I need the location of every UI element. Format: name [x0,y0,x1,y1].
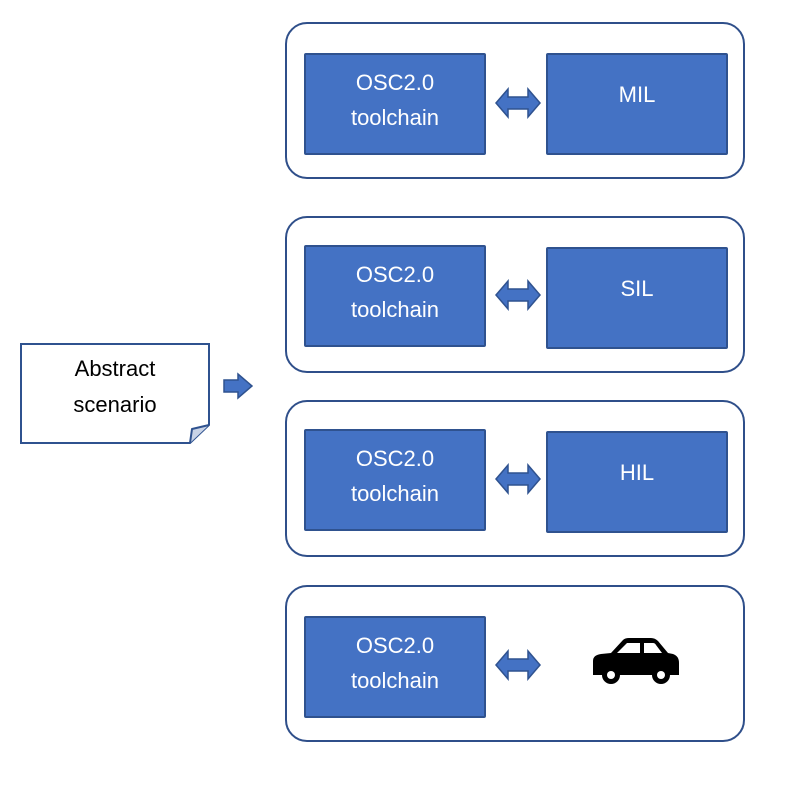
abstract-scenario-line1: Abstract [74,356,156,381]
osc-toolchain-box: OSC2.0 toolchain [304,616,486,718]
osc-toolchain-box: OSC2.0 toolchain [304,53,486,155]
hil-group: OSC2.0 toolchain HIL [285,400,745,557]
toolchain-line2: toolchain [350,105,440,130]
toolchain-line1: OSC2.0 [355,446,435,471]
toolchain-line2: toolchain [350,481,440,506]
osc-toolchain-box: OSC2.0 toolchain [304,429,486,531]
car-icon [593,638,679,684]
sil-group: OSC2.0 toolchain SIL [285,216,745,373]
vehicle-group: OSC2.0 toolchain [285,585,745,742]
toolchain-line1: OSC2.0 [355,633,435,658]
hil-box: HIL [546,431,728,533]
double-arrow-icon [495,279,541,311]
abstract-scenario-label: Abstract scenario [20,351,210,423]
double-arrow-icon [495,649,541,681]
osc-toolchain-box: OSC2.0 toolchain [304,245,486,347]
mil-label: MIL [618,82,656,107]
toolchain-line2: toolchain [350,297,440,322]
abstract-scenario-note [20,343,210,444]
double-arrow-icon [495,87,541,119]
toolchain-line1: OSC2.0 [355,70,435,95]
right-arrow-icon [223,372,253,400]
mil-group: OSC2.0 toolchain MIL [285,22,745,179]
toolchain-line1: OSC2.0 [355,262,435,287]
toolchain-line2: toolchain [350,668,440,693]
sil-label: SIL [620,276,654,301]
abstract-scenario-line2: scenario [73,392,157,417]
hil-label: HIL [619,460,655,485]
sil-box: SIL [546,247,728,349]
double-arrow-icon [495,463,541,495]
mil-box: MIL [546,53,728,155]
